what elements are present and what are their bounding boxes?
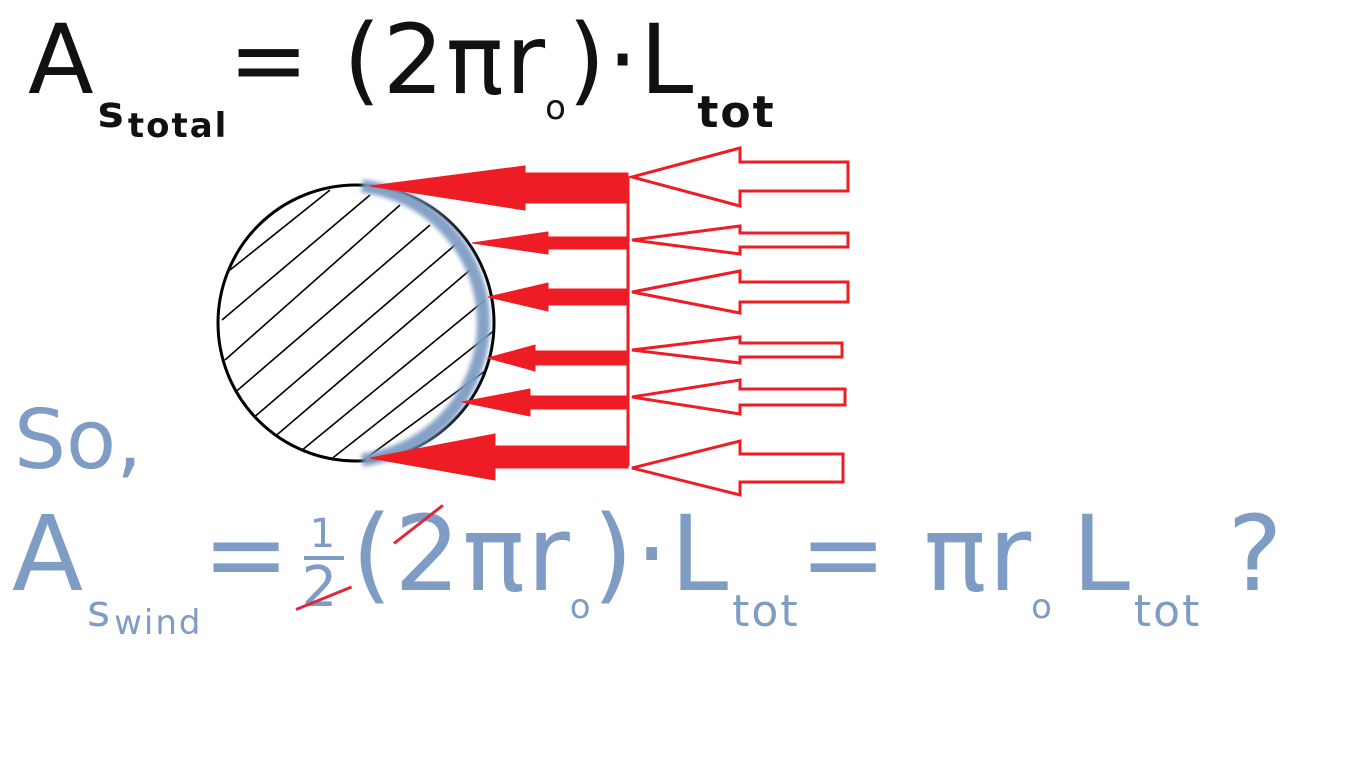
fraction-bar [303, 556, 344, 560]
fraction-denominator: 2 [301, 555, 340, 620]
wind-formula-rhs-part2: )·L [592, 493, 731, 615]
wind-arrows [626, 146, 850, 497]
wind-formula-equals-pi-r: = πr [799, 493, 1034, 615]
formula-subscript-total: total [127, 106, 229, 146]
wind-formula-r-subscript-2: o [1031, 587, 1054, 627]
solid-pressure-arrows [369, 165, 630, 481]
cancelled-two: 2 [393, 502, 462, 606]
windward-surface-highlight [361, 179, 490, 467]
wind-formula-paren-open: ( [351, 493, 395, 615]
formula-rhs-part2: )·L [567, 4, 696, 116]
two-digit: 2 [394, 493, 463, 615]
cylinder-cross-section [216, 183, 496, 463]
wind-formula-r-subscript: o [569, 587, 593, 627]
wind-formula-lead: A [12, 493, 86, 615]
wind-formula-pi-r: πr [462, 493, 572, 615]
fraction-numerator: 1 [309, 511, 338, 557]
wind-formula-subscript-wind: wind [114, 603, 203, 643]
formula-l-subscript: tot [697, 87, 776, 138]
surface-area-total-formula: Astotal= (2πro)·Ltot [28, 12, 776, 143]
wind-formula-subscript-s: s [87, 586, 113, 637]
note-so: So, [14, 393, 143, 488]
formula-rhs-part1: = (2πr [228, 4, 548, 116]
wind-formula-equals: = [202, 493, 292, 615]
formula-lead: A [28, 4, 96, 116]
formula-subscript-s: s [97, 87, 126, 138]
wind-formula-l2: L [1071, 493, 1132, 615]
formula-r-subscript: o [545, 88, 568, 128]
wind-formula-l-subscript: tot [732, 586, 800, 637]
wind-formula-question-mark: ? [1227, 493, 1285, 615]
wind-formula-l-subscript-2: tot [1133, 586, 1202, 637]
